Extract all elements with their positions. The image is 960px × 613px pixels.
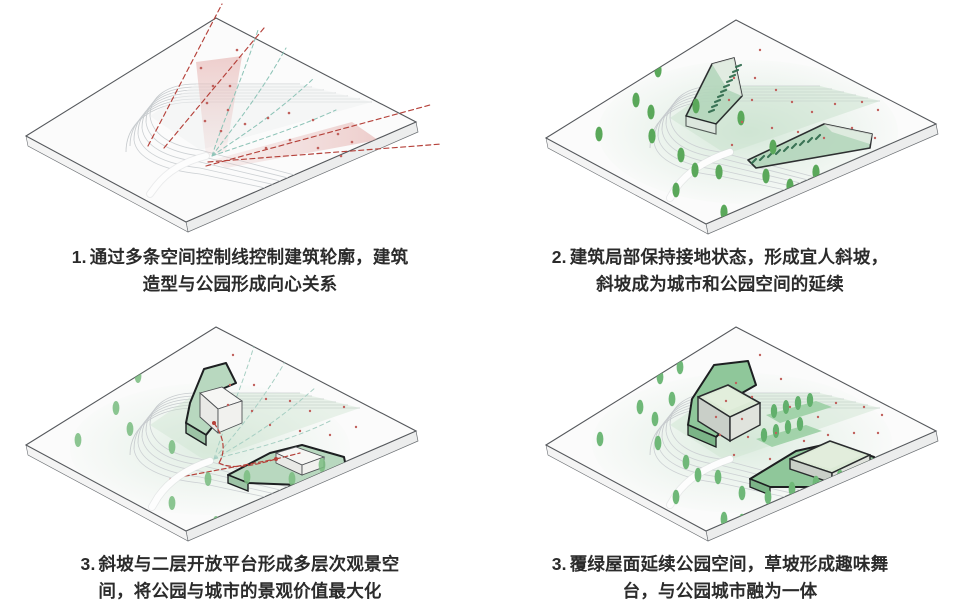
panel-1-caption-line-2: 造型与公园形成向心关系 (142, 274, 338, 295)
tree (692, 98, 700, 114)
tree (636, 399, 644, 415)
tree-rows (760, 393, 814, 442)
green-control-lines (211, 29, 337, 157)
tree (769, 139, 777, 155)
panel-3: 3.斜坡与二层开放平台形成多层次观景空 间，将公园与城市的景观价值最大化 (0, 307, 480, 613)
tree (784, 420, 792, 434)
panel-2-caption: 2.建筑局部保持接地状态，形成宜人斜坡， 斜坡成为城市和公园空间的延续 (480, 244, 960, 298)
panel-4-caption-line-1: 覆绿屋面延续公园空间，草坡形成趣味舞 (569, 554, 889, 574)
contour-lines-lower (133, 115, 369, 211)
tree (677, 147, 685, 163)
tree (794, 396, 802, 410)
tree (126, 422, 134, 436)
tree (806, 393, 814, 407)
tree (288, 472, 296, 486)
tree (691, 162, 699, 178)
north-roof-highlight (704, 387, 752, 411)
tree (714, 469, 722, 485)
panel-1-number: 1. (71, 247, 87, 267)
pink-view-wedge-north (196, 56, 242, 156)
tree (672, 182, 680, 198)
tree (668, 391, 676, 407)
tree (168, 496, 176, 510)
stair-tread-dashes (707, 63, 743, 114)
tree (651, 411, 659, 427)
green-slope-wedge-north (685, 57, 743, 135)
massing-box-north-right (217, 400, 243, 434)
tree (682, 454, 690, 470)
panel-3-caption-line-1: 斜坡与二层开放平台形成多层次观景空 (98, 554, 400, 574)
tree (243, 470, 251, 484)
terrace-viewing-diagram (0, 307, 480, 547)
red-marker-dots (727, 48, 880, 147)
tree (656, 369, 664, 385)
tree (648, 128, 656, 144)
tree (762, 168, 770, 184)
tree (654, 435, 662, 451)
control-lines-diagram (0, 0, 480, 240)
red-sight-lines (169, 422, 301, 480)
grounded-slope-diagram (480, 0, 960, 240)
panel-3-caption-line-2: 间，将公园与城市的景观价值最大化 (98, 581, 382, 602)
tree (672, 489, 680, 505)
tree (737, 110, 745, 126)
green-roof-building-north (687, 360, 761, 448)
tree (715, 164, 723, 180)
north-wall-right (729, 401, 761, 443)
green-platform-east-side (227, 473, 249, 493)
panel-3-caption: 3.斜坡与二层开放平台形成多层次观景空 间，将公园与城市的景观价值最大化 (0, 551, 480, 605)
red-marker-dots (199, 48, 354, 158)
red-marker-dots (226, 353, 358, 437)
tree-row-strips (756, 401, 832, 447)
tree (204, 472, 212, 486)
tree (596, 431, 604, 447)
pink-view-wedge-east (212, 122, 378, 168)
panel-2-caption-line-2: 斜坡成为城市和公园空间的延续 (596, 274, 844, 295)
tree (676, 359, 684, 375)
tree (318, 458, 326, 472)
tree (647, 104, 655, 120)
tree-strip-upper (766, 401, 832, 423)
tree (770, 404, 778, 418)
pedestrian-path-fill (148, 457, 214, 511)
tree (782, 400, 790, 414)
tree (760, 428, 768, 442)
green-slope-wedge-east (747, 123, 873, 169)
tree (74, 433, 82, 447)
pedestrian-path-fill (147, 153, 209, 197)
tree (738, 485, 746, 501)
green-control-lines (213, 338, 331, 460)
tree (772, 424, 780, 438)
panel-2-number: 2. (551, 247, 567, 267)
tree-strip-lower (756, 425, 822, 447)
panel-4-caption-line-2: 台，与公园城市融为一体 (622, 581, 818, 602)
green-roof-diagram (480, 307, 960, 547)
tree (788, 481, 796, 497)
tree (632, 92, 640, 108)
stair-tread-dashes-east (750, 133, 822, 165)
tree (168, 440, 176, 454)
panel-4-caption: 3.覆绿屋面延续公园空间，草坡形成趣味舞 台，与公园城市融为一体 (480, 551, 960, 605)
panel-4-number: 3. (551, 554, 567, 574)
tree (595, 126, 603, 142)
tree (764, 489, 772, 505)
sight-node (274, 457, 278, 461)
north-green-apron-side (687, 424, 717, 448)
panel-3-number: 3. (80, 554, 96, 574)
tree (134, 369, 142, 383)
panel-1-caption: 1.通过多条空间控制线控制建筑轮廓，建筑 造型与公园形成向心关系 (0, 244, 480, 298)
red-marker-dots (714, 353, 884, 461)
panel-2-caption-line-1: 建筑局部保持接地状态，形成宜人斜坡， (569, 247, 889, 267)
panel-4: 3.覆绿屋面延续公园空间，草坡形成趣味舞 台，与公园城市融为一体 (480, 307, 960, 613)
east-roof-highlight (796, 443, 862, 469)
tree (694, 467, 702, 483)
sight-node (212, 421, 216, 425)
tree (796, 417, 804, 431)
panel-1: 1.通过多条空间控制线控制建筑轮廓，建筑 造型与公园形成向心关系 (0, 0, 480, 306)
panel-1-caption-line-1: 通过多条空间控制线控制建筑轮廓，建筑 (89, 247, 409, 267)
tree (112, 401, 120, 415)
red-control-lines (147, 3, 443, 167)
green-platform-north-side (185, 421, 207, 447)
panel-2: 2.建筑局部保持接地状态，形成宜人斜坡， 斜坡成为城市和公园空间的延续 (480, 0, 960, 306)
